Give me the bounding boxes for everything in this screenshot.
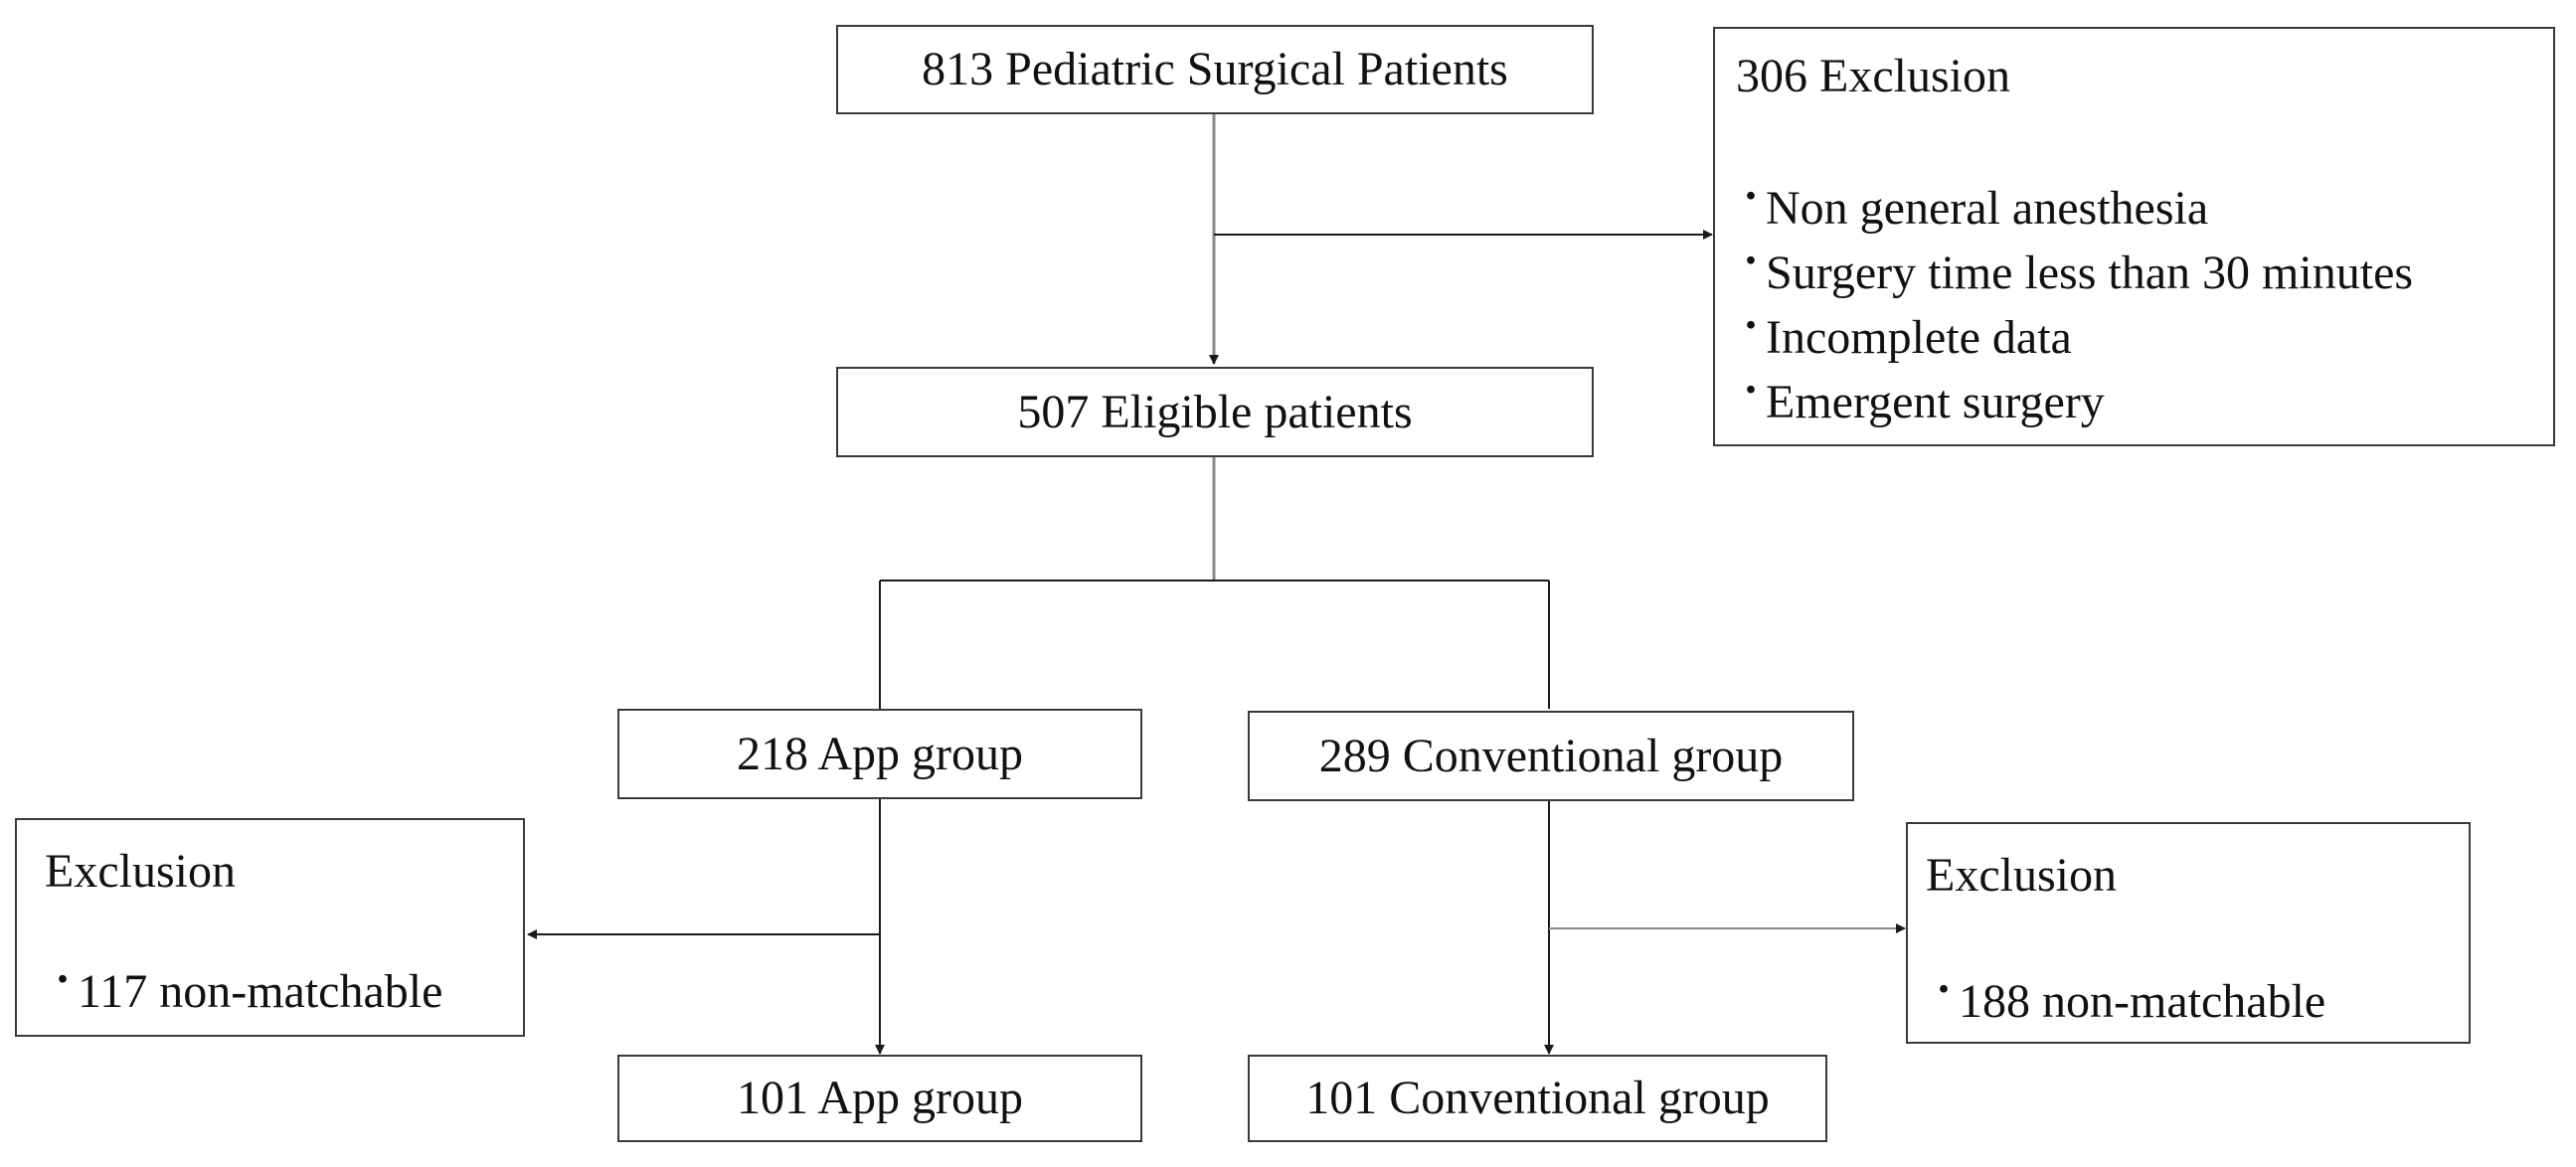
app-exclusion-box: Exclusion ・117 non-matchable xyxy=(15,818,525,1037)
bullet-icon: ・ xyxy=(1733,177,1770,217)
app-matched-box: 101 App group xyxy=(617,1055,1142,1142)
main-exclusion-item: ・Emergent surgery xyxy=(1733,371,2105,428)
conventional-matched-box: 101 Conventional group xyxy=(1248,1055,1827,1142)
app-exclusion-item: ・117 non-matchable xyxy=(45,960,443,1018)
app-exclusion-list: ・117 non-matchable xyxy=(45,959,442,1024)
main-exclusion-item: ・Non general anesthesia xyxy=(1733,177,2209,235)
main-exclusion-item: ・Surgery time less than 30 minutes xyxy=(1733,242,2414,299)
bullet-icon: ・ xyxy=(45,960,82,1000)
eligible-box: 507 Eligible patients xyxy=(836,367,1594,457)
start-label: 813 Pediatric Surgical Patients xyxy=(922,43,1508,95)
bullet-icon: ・ xyxy=(1733,371,1770,411)
main-exclusion-box: 306 Exclusion ・Non general anesthesia ・S… xyxy=(1713,27,2555,446)
main-exclusion-title: 306 Exclusion xyxy=(1736,50,2010,102)
bullet-icon: ・ xyxy=(1926,970,1963,1010)
app-matched-label: 101 App group xyxy=(737,1072,1023,1124)
app-group-label: 218 App group xyxy=(737,727,1023,780)
conventional-exclusion-item: ・188 non-matchable xyxy=(1926,970,2326,1028)
conventional-exclusion-title: Exclusion xyxy=(1926,849,2117,902)
conventional-exclusion-box: Exclusion ・188 non-matchable xyxy=(1906,822,2471,1044)
conventional-group-box: 289 Conventional group xyxy=(1248,711,1854,801)
app-exclusion-title: Exclusion xyxy=(45,845,236,898)
start-box: 813 Pediatric Surgical Patients xyxy=(836,25,1594,114)
bullet-icon: ・ xyxy=(1733,242,1770,281)
app-group-box: 218 App group xyxy=(617,709,1142,799)
conventional-group-label: 289 Conventional group xyxy=(1318,729,1784,782)
conventional-matched-label: 101 Conventional group xyxy=(1305,1072,1770,1124)
conventional-exclusion-list: ・188 non-matchable xyxy=(1926,969,2325,1034)
main-exclusion-item: ・Incomplete data xyxy=(1733,306,2072,364)
main-exclusion-list: ・Non general anesthesia ・Surgery time le… xyxy=(1733,176,2413,434)
eligible-label: 507 Eligible patients xyxy=(1017,385,1413,438)
bullet-icon: ・ xyxy=(1733,306,1770,346)
